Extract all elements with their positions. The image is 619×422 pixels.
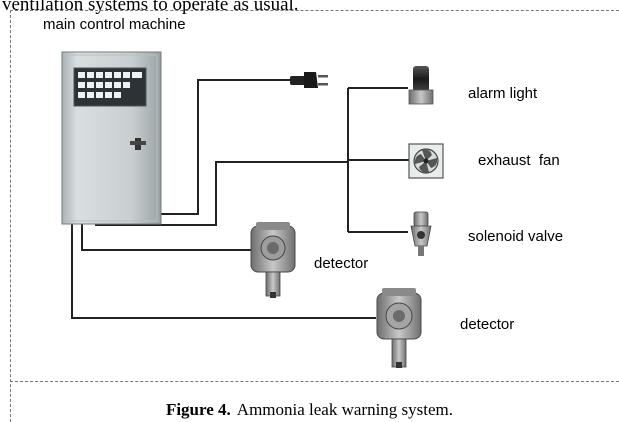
detector-label: detector <box>314 255 369 272</box>
detector-label: detector <box>460 316 515 333</box>
gas-detector-icon <box>376 288 422 368</box>
alarm-light-icon <box>408 66 434 105</box>
figure-frame-left <box>10 10 11 422</box>
wire-to-detector-1 <box>81 222 252 251</box>
clipped-body-text: ventilation systems to operate as usual. <box>2 0 299 15</box>
solenoid-valve-label: solenoid valve <box>468 228 564 245</box>
exhaust-fan-icon <box>408 143 444 179</box>
wire-to-detector-2 <box>71 222 376 319</box>
figure-caption: Figure 4. Ammonia leak warning system. <box>0 400 619 420</box>
exhaust-fan-label: exhaust fan <box>478 152 560 169</box>
figure-caption-text: Ammonia leak warning system. <box>236 400 454 419</box>
diagram-canvas <box>61 51 444 368</box>
figure-frame-bottom <box>10 381 619 382</box>
power-plug-icon <box>290 72 328 88</box>
alarm-light-label: alarm light <box>468 85 538 102</box>
gas-detector-icon <box>250 222 296 298</box>
figure-frame-top <box>10 10 619 11</box>
wire-to-plug <box>146 79 292 215</box>
figure-number: Figure 4. <box>165 400 231 419</box>
solenoid-valve-icon <box>410 211 432 256</box>
main-control-machine-label: main control machine <box>43 16 186 33</box>
main-control-cabinet <box>61 51 162 225</box>
